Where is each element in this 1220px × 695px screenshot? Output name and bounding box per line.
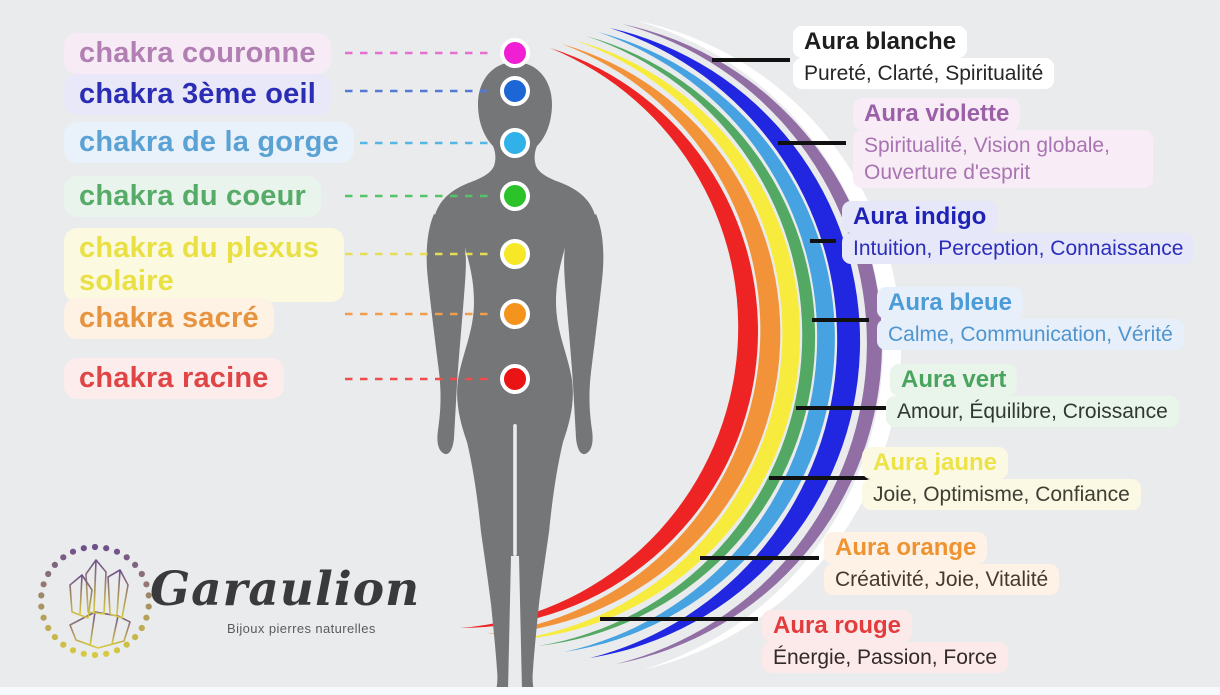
calf-gap	[508, 556, 522, 690]
chakra-dot	[500, 76, 530, 106]
chakra-label: chakra couronne	[64, 33, 331, 74]
aura-desc: Calme, Communication, Vérité	[877, 319, 1184, 350]
chakra-dot	[500, 364, 530, 394]
brand-tagline: Bijoux pierres naturelles	[227, 621, 376, 636]
chakra-label: chakra du plexus solaire	[64, 228, 344, 302]
leg-slit	[513, 424, 517, 556]
crystal-icon	[69, 559, 131, 649]
chakra-label: chakra de la gorge	[64, 122, 354, 163]
aura-title: Aura jaune	[862, 447, 1009, 479]
aura-title: Aura bleue	[877, 287, 1024, 319]
chakra-label: chakra 3ème oeil	[64, 74, 331, 115]
aura-desc: Énergie, Passion, Force	[762, 642, 1009, 673]
aura-desc: Intuition, Perception, Connaissance	[842, 233, 1195, 264]
aura-title: Aura rouge	[762, 610, 913, 642]
chakra-dot	[500, 181, 530, 211]
chakra-dot	[500, 239, 530, 269]
aura-desc: Créativité, Joie, Vitalité	[824, 564, 1060, 595]
aura-desc: Joie, Optimisme, Confiance	[862, 479, 1141, 510]
brand-name: Garaulion	[150, 562, 421, 617]
left-arm	[426, 214, 466, 455]
chakra-dot	[500, 38, 530, 68]
aura-desc: Amour, Équilibre, Croissance	[886, 396, 1179, 427]
body-right-half	[515, 62, 596, 690]
aura-title: Aura violette	[853, 98, 1021, 130]
body-silhouette	[426, 62, 604, 690]
right-arm	[564, 214, 604, 455]
aura-title: Aura blanche	[793, 26, 968, 58]
chakra-label: chakra sacré	[64, 298, 274, 339]
aura-title: Aura indigo	[842, 201, 998, 233]
chakra-label: chakra racine	[64, 358, 284, 399]
chakra-label: chakra du coeur	[64, 176, 322, 217]
aura-title: Aura vert	[890, 364, 1018, 396]
connector-lines	[345, 38, 903, 621]
aura-title: Aura orange	[824, 532, 988, 564]
bottom-border	[0, 687, 1220, 695]
aura-desc: Spiritualité, Vision globale, Ouverture …	[853, 130, 1153, 188]
chakra-dot	[500, 299, 530, 329]
chakra-dot	[500, 128, 530, 158]
body-left-half	[434, 62, 515, 690]
aura-desc: Pureté, Clarté, Spiritualité	[793, 58, 1055, 89]
logo-dotted-circle	[38, 543, 152, 659]
logo-icon	[38, 543, 152, 659]
